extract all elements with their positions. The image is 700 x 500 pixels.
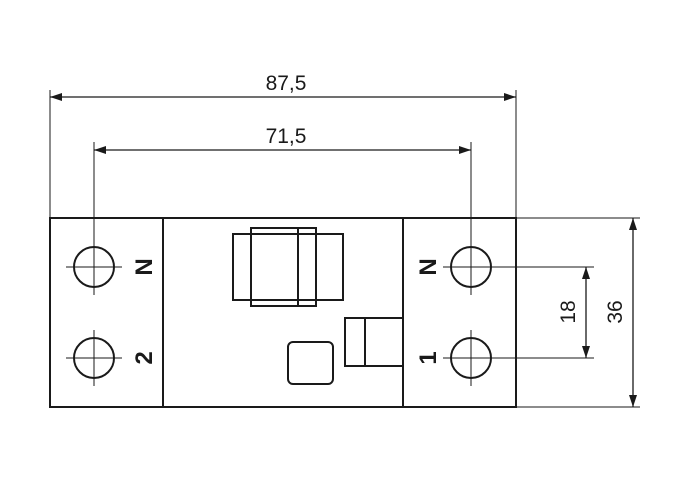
device-body-outline [49, 217, 517, 408]
terminal-label-right-top: N [415, 258, 442, 275]
test-button [287, 341, 334, 385]
terminal-screw-right-bottom [443, 330, 499, 386]
terminal-screw-left-top [66, 239, 122, 295]
toggle-lever [232, 227, 344, 307]
terminal-spacing-label: 18 [557, 300, 580, 323]
overall-height-label: 36 [604, 300, 627, 323]
terminal-label-left-bottom: 2 [131, 351, 158, 364]
terminal-screw-left-bottom [66, 330, 122, 386]
terminal-screw-right-top [443, 239, 499, 295]
pitch-width-label: 71,5 [266, 125, 307, 148]
terminal-label-right-bottom: 1 [415, 351, 442, 364]
terminal-label-left-top: N [131, 258, 158, 275]
side-tab [344, 317, 404, 367]
overall-width-label: 87,5 [266, 72, 307, 95]
